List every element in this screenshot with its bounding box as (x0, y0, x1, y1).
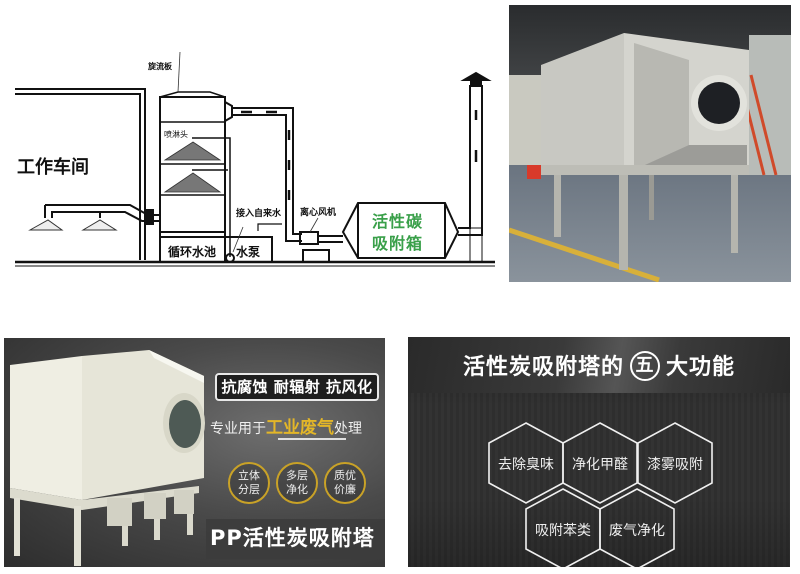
pp-tower-illustration (10, 350, 205, 566)
water-pump-label: 水泵 (236, 245, 261, 259)
features-tag: 抗腐蚀 耐辐射 抗风化 (215, 373, 379, 401)
badge-3d-layered: 立体分层 (228, 462, 270, 504)
product-title-bar (206, 519, 385, 559)
title-suffix: 大功能 (666, 355, 736, 380)
spray-head-label: 喷淋头 (164, 130, 188, 139)
functions-header (408, 337, 790, 393)
usage-highlight: 工业废气 (266, 418, 334, 438)
function-purify-formaldehyde: 净化甲醛 (572, 457, 628, 473)
badge-multi-layer-purify: 多层净化 (276, 462, 318, 504)
usage-suffix: 处理 (334, 421, 362, 437)
circulating-pool-label: 循环水池 (168, 245, 217, 259)
carbon-box-label-line2: 吸附箱 (372, 234, 424, 253)
product-banner: 抗腐蚀 耐辐射 抗风化 专业用于工业废气处理 立体分层 多层净化 质优价廉 PP… (4, 338, 385, 567)
five-circle-icon: 五 (630, 351, 660, 381)
function-paint-mist-adsorption: 漆雾吸附 (647, 457, 703, 473)
process-flow-drawing (15, 51, 495, 267)
functions-title: 活性炭吸附塔的五大功能 (408, 349, 790, 383)
tap-water-label: 接入自来水 (236, 209, 282, 219)
title-prefix: 活性炭吸附塔的 (462, 355, 624, 380)
carbon-box-label-line1: 活性碳 (372, 212, 424, 231)
usage-prefix: 专业用于 (210, 421, 266, 437)
process-flow-diagram: 工作车间 旋流板 喷淋头 接入自来水 循环水池 水泵 离心风机 活性碳 吸附箱 (0, 40, 505, 280)
usage-underline (278, 438, 346, 440)
product-title: PP活性炭吸附塔 (210, 526, 375, 550)
five-functions-panel: 活性炭吸附塔的五大功能 去除臭味 净化甲醛 漆雾吸附 吸附苯类 废气净化 (408, 337, 790, 567)
centrifugal-fan-label: 离心风机 (300, 208, 337, 218)
swirl-plate-label: 旋流板 (148, 62, 172, 71)
function-adsorb-benzene: 吸附苯类 (535, 523, 591, 539)
adsorption-tower-photo (509, 5, 791, 282)
hexagon-grid (488, 422, 713, 567)
function-remove-odor: 去除臭味 (498, 457, 554, 473)
function-exhaust-purify: 废气净化 (609, 523, 665, 539)
badge-quality-price: 质优价廉 (324, 462, 366, 504)
photo-illustration (509, 5, 791, 282)
usage-text: 专业用于工业废气处理 (210, 413, 385, 438)
workshop-label: 工作车间 (17, 157, 89, 178)
